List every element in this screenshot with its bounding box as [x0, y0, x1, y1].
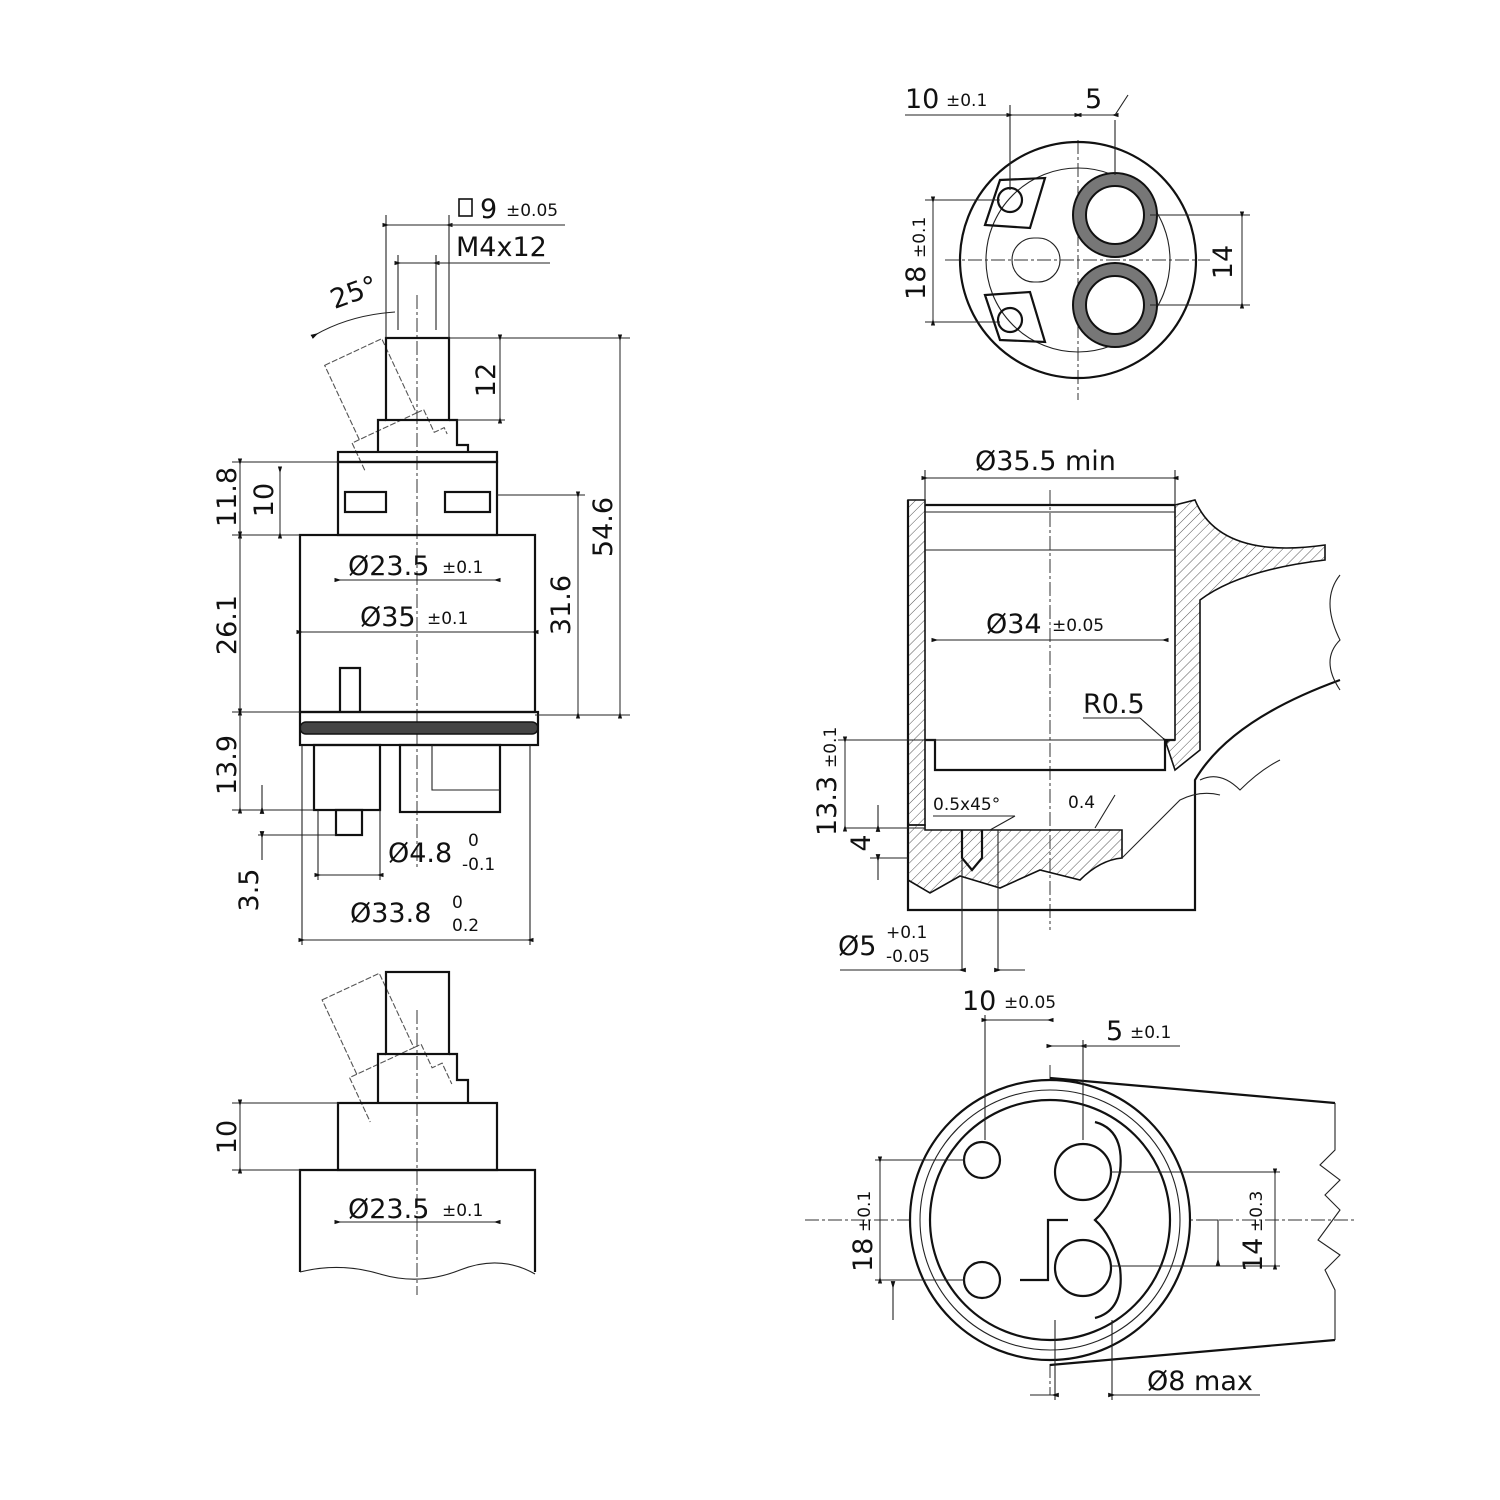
- cartridge-side-view: 9 ±0.05 M4x12 25° 12 54.6 31.6 11.8 10 2…: [212, 194, 630, 945]
- svg-text:M4x12: M4x12: [456, 232, 547, 263]
- svg-text:±0.05: ±0.05: [1004, 993, 1056, 1013]
- svg-text:0.5x45°: 0.5x45°: [933, 795, 1000, 815]
- svg-text:-0.1: -0.1: [462, 855, 495, 875]
- svg-text:14: 14: [1238, 1238, 1269, 1272]
- svg-text:0: 0: [452, 893, 463, 913]
- svg-text:±0.1: ±0.1: [946, 91, 987, 111]
- svg-text:14: 14: [1208, 245, 1239, 279]
- svg-text:±0.05: ±0.05: [506, 201, 558, 221]
- dim-square: 9 ±0.05: [382, 194, 565, 338]
- svg-text:54.6: 54.6: [588, 497, 619, 557]
- svg-text:18: 18: [901, 266, 932, 300]
- housing-top-view: 10 ±0.05 5 ±0.1 18 ±0.1 14 ±0.3 Ø8 max: [805, 986, 1355, 1400]
- svg-text:5: 5: [1106, 1016, 1123, 1047]
- svg-text:±0.1: ±0.1: [1130, 1023, 1171, 1043]
- svg-text:0.4: 0.4: [1068, 793, 1095, 813]
- svg-text:±0.1: ±0.1: [442, 558, 483, 578]
- svg-text:±0.1: ±0.1: [442, 1201, 483, 1221]
- cartridge-front-view: 10 Ø23.5 ±0.1: [212, 970, 537, 1295]
- svg-text:25°: 25°: [326, 270, 382, 315]
- svg-text:±0.3: ±0.3: [1247, 1191, 1267, 1232]
- svg-text:Ø8 max: Ø8 max: [1147, 1366, 1253, 1397]
- tilted-stem-ghost: [323, 337, 448, 473]
- svg-text:4: 4: [846, 834, 877, 851]
- svg-text:5: 5: [1085, 84, 1102, 115]
- o-ring: [299, 721, 539, 735]
- svg-text:R0.5: R0.5: [1083, 689, 1145, 720]
- svg-text:12: 12: [471, 363, 502, 397]
- svg-text:Ø4.8: Ø4.8: [388, 838, 452, 869]
- svg-text:13.3: 13.3: [812, 776, 843, 836]
- svg-text:Ø33.8: Ø33.8: [350, 898, 431, 929]
- svg-text:±0.1: ±0.1: [855, 1191, 875, 1232]
- svg-text:9: 9: [480, 194, 497, 225]
- svg-text:26.1: 26.1: [212, 595, 243, 655]
- svg-text:18: 18: [848, 1238, 879, 1272]
- square-icon: [458, 198, 473, 217]
- svg-text:0.2: 0.2: [452, 916, 479, 936]
- svg-text:13.9: 13.9: [212, 735, 243, 795]
- svg-text:11.8: 11.8: [212, 467, 243, 527]
- housing-section-view: Ø35.5 min Ø34 ±0.05 R0.5 13.3 ±0.1 4 0.5…: [812, 446, 1341, 973]
- svg-text:3.5: 3.5: [234, 869, 265, 912]
- svg-text:10: 10: [905, 84, 939, 115]
- svg-text:Ø23.5: Ø23.5: [348, 1194, 429, 1225]
- svg-text:±0.1: ±0.1: [821, 727, 841, 768]
- svg-text:-0.05: -0.05: [886, 947, 930, 967]
- svg-text:±0.1: ±0.1: [427, 609, 468, 629]
- svg-text:10: 10: [249, 483, 280, 517]
- svg-text:10: 10: [212, 1120, 243, 1154]
- svg-text:Ø35.5 min: Ø35.5 min: [975, 446, 1116, 477]
- svg-text:Ø34: Ø34: [986, 609, 1042, 640]
- svg-text:Ø23.5: Ø23.5: [348, 551, 429, 582]
- svg-text:10: 10: [962, 986, 996, 1017]
- cartridge-bottom-view: 10 ±0.1 5 18 ±0.1 14: [901, 84, 1250, 400]
- svg-text:0: 0: [468, 831, 479, 851]
- svg-text:Ø5: Ø5: [838, 931, 876, 962]
- stem: [384, 336, 451, 422]
- dim-thread: M4x12: [394, 232, 550, 330]
- svg-text:Ø35: Ø35: [360, 602, 416, 633]
- svg-text:±0.05: ±0.05: [1052, 616, 1104, 636]
- svg-text:+0.1: +0.1: [886, 923, 927, 943]
- svg-text:31.6: 31.6: [546, 575, 577, 635]
- svg-text:±0.1: ±0.1: [910, 217, 930, 258]
